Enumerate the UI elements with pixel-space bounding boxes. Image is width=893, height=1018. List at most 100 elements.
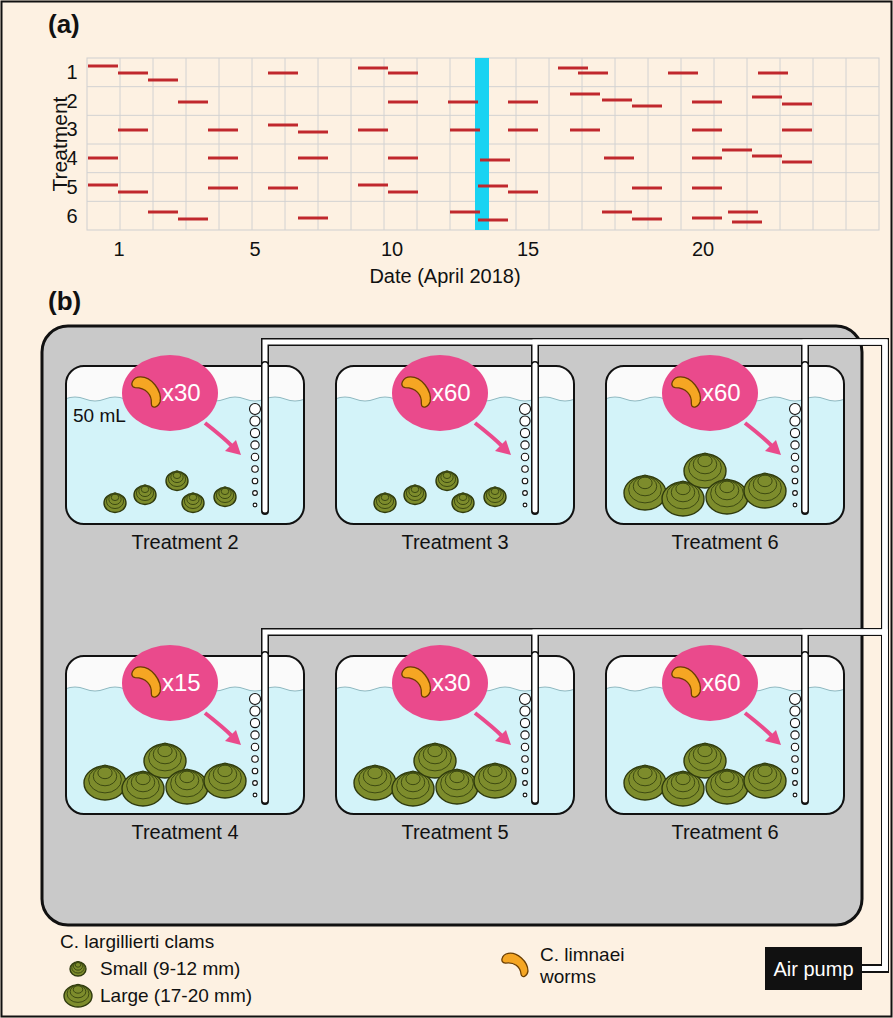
exposure-dash (558, 67, 588, 70)
air-bubble (792, 768, 798, 774)
air-bubble (520, 706, 530, 716)
exposure-dash (358, 67, 388, 70)
air-bubble (521, 441, 529, 449)
transfer-arrow (475, 713, 503, 737)
air-bubble (520, 416, 530, 426)
clam-icon (624, 765, 666, 800)
exposure-dash (118, 72, 148, 75)
air-bubble (520, 404, 531, 415)
air-bubble (250, 694, 261, 705)
air-bubble (792, 466, 799, 473)
worm-count: x60 (432, 379, 471, 407)
clam-icon (624, 475, 666, 510)
transfer-arrow (205, 713, 233, 737)
exposure-dash (88, 184, 118, 187)
transfer-arrow (475, 423, 503, 447)
clam-icon (436, 769, 478, 804)
air-bubble (793, 491, 798, 496)
transfer-arrow (745, 713, 773, 737)
worm-count-bubble: x60 (662, 355, 758, 431)
exposure-dash (692, 101, 722, 104)
exposure-dash (782, 103, 812, 106)
air-bubble (520, 718, 529, 727)
clam-icon (214, 487, 236, 507)
exposure-dash (148, 79, 178, 82)
exposure-dash (298, 217, 328, 220)
exposure-dash (388, 101, 418, 104)
clam-icon (70, 962, 86, 976)
air-bubble (790, 694, 801, 705)
worm-count-bubble: x15 (122, 645, 218, 721)
exposure-dash (752, 96, 782, 99)
treatment-label: Treatment 5 (315, 821, 595, 844)
tick-label: 1 (113, 238, 124, 261)
pump-label: Air pump (773, 957, 853, 980)
air-bubble (251, 441, 259, 449)
exposure-dash (208, 129, 238, 132)
tick-label: 15 (517, 238, 539, 261)
exposure-dash (508, 129, 538, 132)
air-bubble (792, 756, 799, 763)
highlight-bar (475, 58, 489, 230)
exposure-dash (732, 221, 762, 224)
air-bubble (523, 793, 527, 797)
air-bubble (253, 781, 258, 786)
worm-icon (670, 662, 707, 699)
exposure-dash (88, 65, 118, 68)
exposure-dash (752, 155, 782, 158)
air-bubble (790, 718, 799, 727)
exposure-dash (148, 211, 178, 214)
exposure-dash (208, 157, 238, 160)
clam-icon (84, 765, 126, 800)
legend-label: C. limnaei worms (540, 944, 640, 988)
worm-count-bubble: x60 (662, 645, 758, 721)
air-bubble (252, 768, 258, 774)
treatment-label: Treatment 6 (585, 531, 865, 554)
tick-label: 5 (249, 238, 260, 261)
air-bubble (250, 706, 260, 716)
transfer-arrow (205, 423, 233, 447)
exposure-dash (632, 105, 662, 108)
air-bubble (520, 694, 531, 705)
air-bubble (251, 743, 258, 750)
worm-count-bubble: x30 (122, 355, 218, 431)
air-bubble (522, 768, 528, 774)
treatment-label: Treatment 2 (45, 531, 325, 554)
exposure-dash (178, 101, 208, 104)
legend-label: Small (9-12 mm) (100, 958, 240, 980)
axis-title: Date (April 2018) (369, 265, 520, 288)
air-bubble (523, 491, 528, 496)
air-bubble (250, 416, 260, 426)
exposure-dash (118, 129, 148, 132)
air-bubble (253, 793, 257, 797)
clam-icon (706, 479, 748, 514)
exposure-dash (450, 129, 480, 132)
exposure-dash (298, 157, 328, 160)
exposure-dash (632, 187, 662, 190)
air-tube (535, 342, 885, 969)
exposure-dash (692, 217, 722, 220)
beaker-box: Treatment 6x60 (605, 655, 845, 815)
exposure-dash (758, 72, 788, 75)
beaker-box: Treatment 5x30 (335, 655, 575, 815)
tube-outline (265, 632, 885, 969)
tube-outline (535, 342, 885, 969)
exposure-dash (478, 185, 508, 188)
clam-icon (744, 763, 786, 798)
clam-icon (64, 984, 92, 1007)
exposure-dash (692, 157, 722, 160)
clam-icon (166, 769, 208, 804)
beaker-box: Treatment 250 mLx30 (65, 365, 305, 525)
tick-label: 2 (66, 90, 77, 113)
worm-icon (400, 662, 437, 699)
exposure-dash (508, 101, 538, 104)
exposure-dash (178, 218, 208, 221)
clam-icon (484, 487, 506, 507)
air-bubble (522, 466, 529, 473)
air-bubble (793, 503, 797, 507)
air-bubble (251, 453, 258, 460)
pump-box: Air pump (765, 947, 862, 990)
beaker-box: Treatment 3x60 (335, 365, 575, 525)
air-bubble (790, 404, 801, 415)
